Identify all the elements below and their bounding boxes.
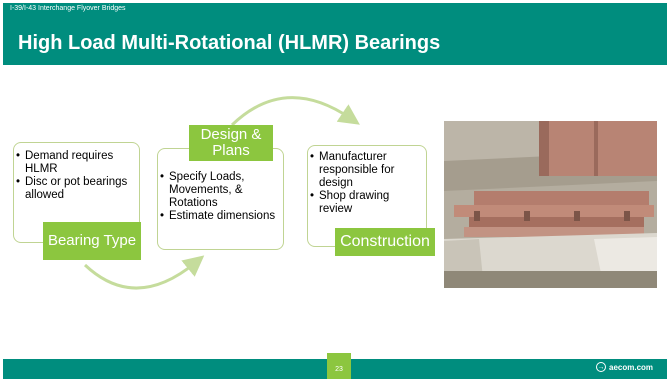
arrow-bearing-to-design [83, 255, 205, 290]
step-tag-construction: Construction [335, 228, 435, 256]
page-number: 23 [327, 353, 351, 379]
bullet-item: Estimate dimensions [160, 210, 280, 223]
bullet-item: Demand requires HLMR [16, 150, 136, 176]
logo-text: aecom.com [609, 362, 654, 372]
bullet-item: Disc or pot bearings allowed [16, 176, 136, 202]
bullet-item: Shop drawing review [310, 190, 424, 216]
aecom-arrow-icon: → [596, 362, 606, 372]
bullet-item: Manufacturer responsible for design [310, 151, 424, 190]
bullet-item: Specify Loads, Movements, & Rotations [160, 171, 280, 210]
footer-logo[interactable]: → aecom.com [596, 362, 653, 372]
title-bar [3, 3, 667, 65]
step-bullets-design-plans: Specify Loads, Movements, & Rotations Es… [160, 171, 280, 223]
footer-project-name: I-39/I-43 Interchange Flyover Bridges [10, 5, 126, 12]
bearing-photo [444, 121, 657, 288]
arrow-design-to-construction [230, 96, 360, 127]
step-bullets-bearing-type: Demand requires HLMR Disc or pot bearing… [16, 150, 136, 202]
step-tag-design-plans: Design & Plans [189, 125, 273, 161]
step-tag-bearing-type: Bearing Type [43, 222, 141, 260]
slide-title: High Load Multi-Rotational (HLMR) Bearin… [18, 32, 441, 54]
step-bullets-construction: Manufacturer responsible for design Shop… [310, 151, 424, 216]
